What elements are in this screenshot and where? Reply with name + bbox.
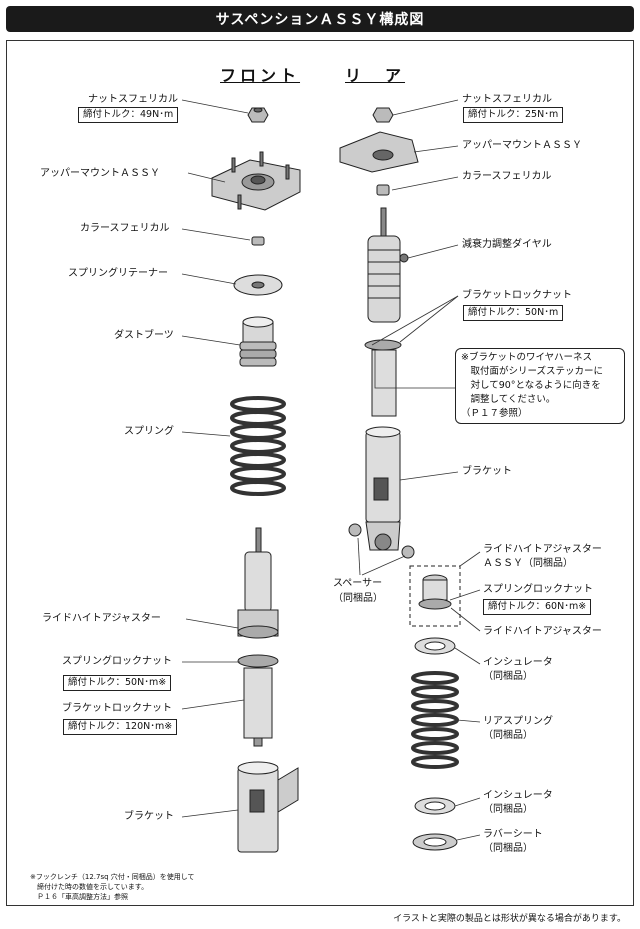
front-bracket-label: ブラケット <box>124 811 174 822</box>
disclaimer: イラストと実際の製品とは形状が異なる場合があります。 <box>393 914 626 924</box>
front-upper-mount-label: アッパーマウントＡＳＳＹ <box>40 168 160 179</box>
rear-insulator-lower-label: インシュレータ <box>483 790 553 801</box>
rear-spacer-part <box>348 523 415 559</box>
rear-ride-height-adjuster-part <box>409 565 461 627</box>
rear-collar-spherical-label: カラースフェリカル <box>462 171 552 182</box>
rear-insulator-lower-part <box>414 797 456 815</box>
rear-bracket-note: ※ブラケットのワイヤハーネス 取付面がシリーズステッカーに 対して90°となるよ… <box>455 348 625 424</box>
diagram-frame <box>6 40 634 906</box>
rear-upper-mount-label: アッパーマウントＡＳＳＹ <box>462 140 582 151</box>
rear-damper-part <box>364 207 409 417</box>
footnote-line: Ｐ１６「車高調整方法」参照 <box>30 893 128 901</box>
rear-insulator-lower-sub: （同梱品） <box>483 804 533 815</box>
rear-rubber-seat-label: ラバーシート <box>483 829 543 840</box>
rear-bracket-lock-nut-label: ブラケットロックナット <box>462 290 572 301</box>
rear-rubber-seat-sub: （同梱品） <box>483 843 533 854</box>
rear-spring-lock-torque: 締付トルク：60N･m※ <box>483 599 592 615</box>
rear-rubber-seat-part <box>412 833 458 851</box>
rear-spring-part <box>411 671 459 769</box>
footnote-line: 締付けた時の数値を示しています。 <box>30 883 149 891</box>
front-ride-height-adjuster-label: ライドハイトアジャスター <box>42 613 161 624</box>
front-spring-lock-nut-label: スプリングロックナット <box>62 656 172 667</box>
front-spring-label: スプリング <box>124 426 174 437</box>
rear-spacer-label: スペーサー <box>333 578 383 589</box>
rear-ride-height-adjuster-label: ライドハイトアジャスター <box>483 626 602 637</box>
rear-bracket-label: ブラケット <box>462 466 512 477</box>
front-collar-spherical-label: カラースフェリカル <box>80 223 170 234</box>
footnote-line: ※フックレンチ（12.7sq 穴付・同梱品）を使用して <box>30 873 195 881</box>
note-line: 取付面がシリーズステッカーに <box>461 366 604 377</box>
note-line: 対して90°となるように向きを <box>461 380 601 391</box>
note-line: （Ｐ１７参照） <box>461 408 528 419</box>
front-collar-spherical-part <box>251 236 265 246</box>
rear-rh-adjuster-assy-label: ライドハイトアジャスター <box>483 544 602 555</box>
front-spring-retainer-part <box>233 274 283 296</box>
rear-nut-torque: 締付トルク：25N･m <box>463 107 564 123</box>
rear-header: リ ア <box>345 66 406 85</box>
front-nut-spherical-part <box>247 107 269 123</box>
front-spring-lock-torque: 締付トルク：50N･m※ <box>63 675 172 691</box>
front-dust-boot-label: ダストブーツ <box>114 330 174 341</box>
rear-upper-mount-part <box>339 131 419 173</box>
front-dust-boot-part <box>239 316 277 367</box>
leader-lines <box>181 99 481 841</box>
front-nut-spherical-label: ナットスフェリカル <box>88 94 178 105</box>
note-line: 調整してください。 <box>461 394 556 405</box>
rear-nut-spherical-label: ナットスフェリカル <box>462 94 552 105</box>
rear-bracket-lock-torque: 締付トルク：50N･m <box>463 305 564 321</box>
rear-insulator-upper-part <box>414 637 456 655</box>
page-title: サスペンションＡＳＳＹ構成図 <box>6 6 634 32</box>
rear-spring-sub: （同梱品） <box>483 730 533 741</box>
rear-spring-label: リアスプリング <box>483 716 553 727</box>
rear-damping-dial-label: 減衰力調整ダイヤル <box>462 239 552 250</box>
front-bracket-lock-nut-label: ブラケットロックナット <box>62 703 172 714</box>
front-nut-torque: 締付トルク：49N･m <box>78 107 179 123</box>
rear-insulator-upper-label: インシュレータ <box>483 657 553 668</box>
front-damper-part <box>237 527 279 747</box>
rear-spring-lock-nut-label: スプリングロックナット <box>483 584 593 595</box>
front-header: フロント <box>220 66 301 85</box>
front-upper-mount-part <box>211 151 301 211</box>
rear-spacer-sub: （同梱品） <box>333 593 383 604</box>
front-bracket-lock-torque: 締付トルク：120N･m※ <box>63 719 178 735</box>
rear-rh-adjuster-assy-sub: ＡＳＳＹ（同梱品） <box>483 558 573 569</box>
front-spring-retainer-label: スプリングリテーナー <box>68 268 168 279</box>
note-line: ※ブラケットのワイヤハーネス <box>461 352 592 363</box>
front-bracket-part <box>237 761 299 853</box>
front-spring-part <box>230 396 286 496</box>
rear-insulator-upper-sub: （同梱品） <box>483 671 533 682</box>
rear-collar-spherical-part <box>376 184 390 196</box>
footnote: ※フックレンチ（12.7sq 穴付・同梱品）を使用して 締付けた時の数値を示して… <box>30 872 195 902</box>
rear-nut-spherical-part <box>372 107 394 123</box>
rear-bracket-part <box>365 426 401 551</box>
